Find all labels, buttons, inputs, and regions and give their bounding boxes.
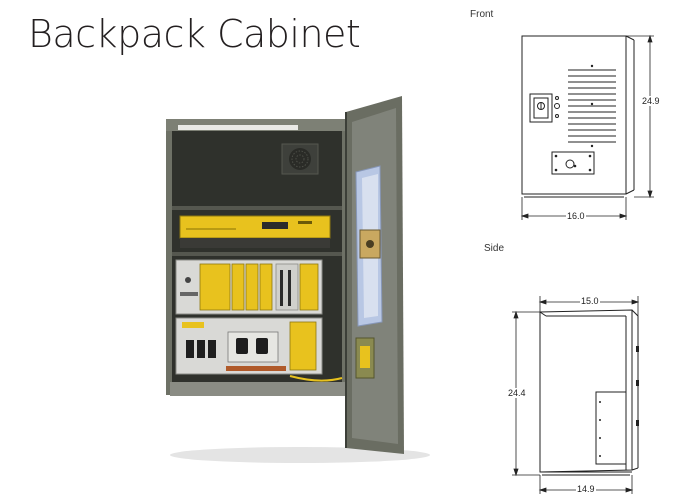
side-height-label: 24.4 xyxy=(507,388,527,398)
side-view-label: Side xyxy=(484,243,505,254)
page-title: Backpack Cabinet xyxy=(28,12,361,56)
front-lock-icon xyxy=(529,93,560,123)
cabinet-door xyxy=(345,96,404,454)
equipment-chassis-upper xyxy=(175,259,323,315)
side-top-depth-label: 15.0 xyxy=(580,296,600,306)
front-width-label: 16.0 xyxy=(566,211,586,221)
side-bottom-depth-label: 14.9 xyxy=(576,484,596,494)
front-louvres xyxy=(568,69,616,143)
front-vent-plate xyxy=(551,151,595,175)
front-height-label: 24.9 xyxy=(641,96,661,106)
fan-grille-icon xyxy=(281,143,319,175)
front-height-dimension xyxy=(626,34,654,199)
yellow-rack-unit xyxy=(179,215,331,248)
equipment-chassis-lower xyxy=(175,317,343,382)
front-view-label: Front xyxy=(470,9,494,20)
